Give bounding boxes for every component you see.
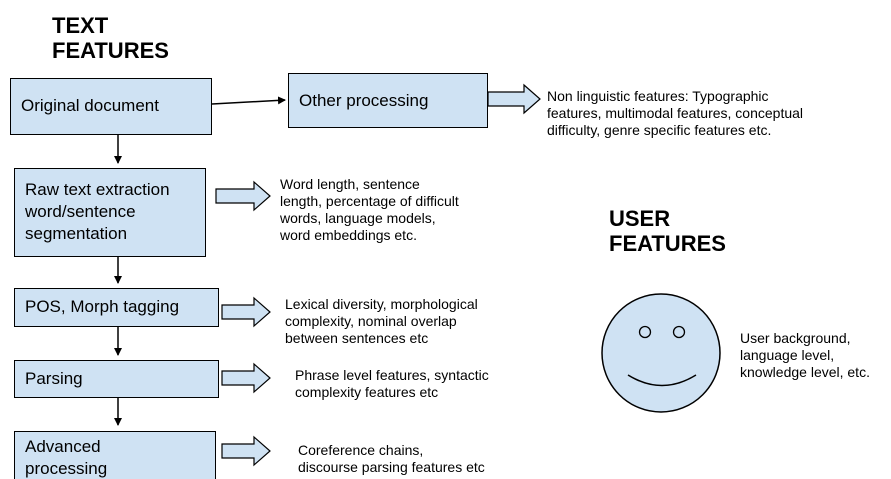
coreference-features-note: Coreference chains, discourse parsing fe… — [298, 442, 485, 476]
note-line: knowledge level, etc. — [740, 364, 870, 380]
box-label: word/sentence — [25, 202, 136, 221]
note-line: features, multimodal features, conceptua… — [547, 105, 804, 121]
other-processing-box: Other processing — [288, 73, 488, 128]
block-arrow-parsing — [221, 362, 271, 394]
box-label: Advanced — [25, 437, 101, 456]
word-length-features-note: Word length, sentence length, percentage… — [280, 176, 459, 244]
non-linguistic-features-note: Non linguistic features: Typographic fea… — [547, 88, 803, 139]
note-line: between sentences etc — [285, 330, 429, 346]
phrase-level-features-note: Phrase level features, syntactic complex… — [295, 367, 489, 401]
flow-arrow-original-to-other — [211, 96, 286, 105]
heading-line: FEATURES — [609, 231, 726, 256]
note-line: Non linguistic features: Typographic — [547, 88, 769, 104]
smiley-face-icon — [601, 293, 721, 413]
block-arrow-pos — [221, 296, 271, 328]
box-label: processing — [25, 459, 108, 478]
original-document-box: Original document — [10, 78, 212, 135]
advanced-processing-box: Advanced processing — [14, 431, 216, 479]
user-features-heading: USER FEATURES — [609, 206, 726, 256]
user-features-note: User background, language level, knowled… — [740, 330, 870, 381]
block-arrow-advanced — [221, 435, 271, 467]
box-label: POS, Morph tagging — [25, 297, 180, 316]
note-line: User background, — [740, 330, 851, 346]
box-label: Parsing — [25, 369, 83, 388]
box-label: Other processing — [299, 91, 429, 110]
block-arrow-raw-text — [215, 180, 271, 212]
note-line: Phrase level features, syntactic — [295, 367, 489, 383]
note-line: word embeddings etc. — [280, 227, 417, 243]
note-line: language level, — [740, 347, 835, 363]
note-line: length, percentage of difficult — [280, 193, 459, 209]
heading-line: USER — [609, 206, 671, 231]
block-arrow-other-processing — [487, 83, 541, 115]
note-line: Coreference chains, — [298, 442, 424, 458]
note-line: words, language models, — [280, 210, 436, 226]
pos-morph-tagging-box: POS, Morph tagging — [14, 288, 219, 327]
note-line: Word length, sentence — [280, 176, 420, 192]
note-line: Lexical diversity, morphological — [285, 296, 478, 312]
heading-line: TEXT — [52, 13, 109, 38]
note-line: complexity features etc — [295, 384, 439, 400]
heading-line: FEATURES — [52, 38, 169, 63]
box-label: Original document — [21, 96, 159, 115]
box-label: segmentation — [25, 224, 128, 243]
parsing-box: Parsing — [14, 360, 219, 398]
box-label: Raw text extraction — [25, 180, 170, 199]
raw-text-extraction-box: Raw text extraction word/sentence segmen… — [14, 168, 206, 257]
note-line: discourse parsing features etc — [298, 459, 485, 475]
lexical-features-note: Lexical diversity, morphological complex… — [285, 296, 478, 347]
note-line: difficulty, genre specific features etc. — [547, 122, 772, 138]
note-line: complexity, nominal overlap — [285, 313, 457, 329]
text-features-heading: TEXT FEATURES — [52, 13, 169, 63]
